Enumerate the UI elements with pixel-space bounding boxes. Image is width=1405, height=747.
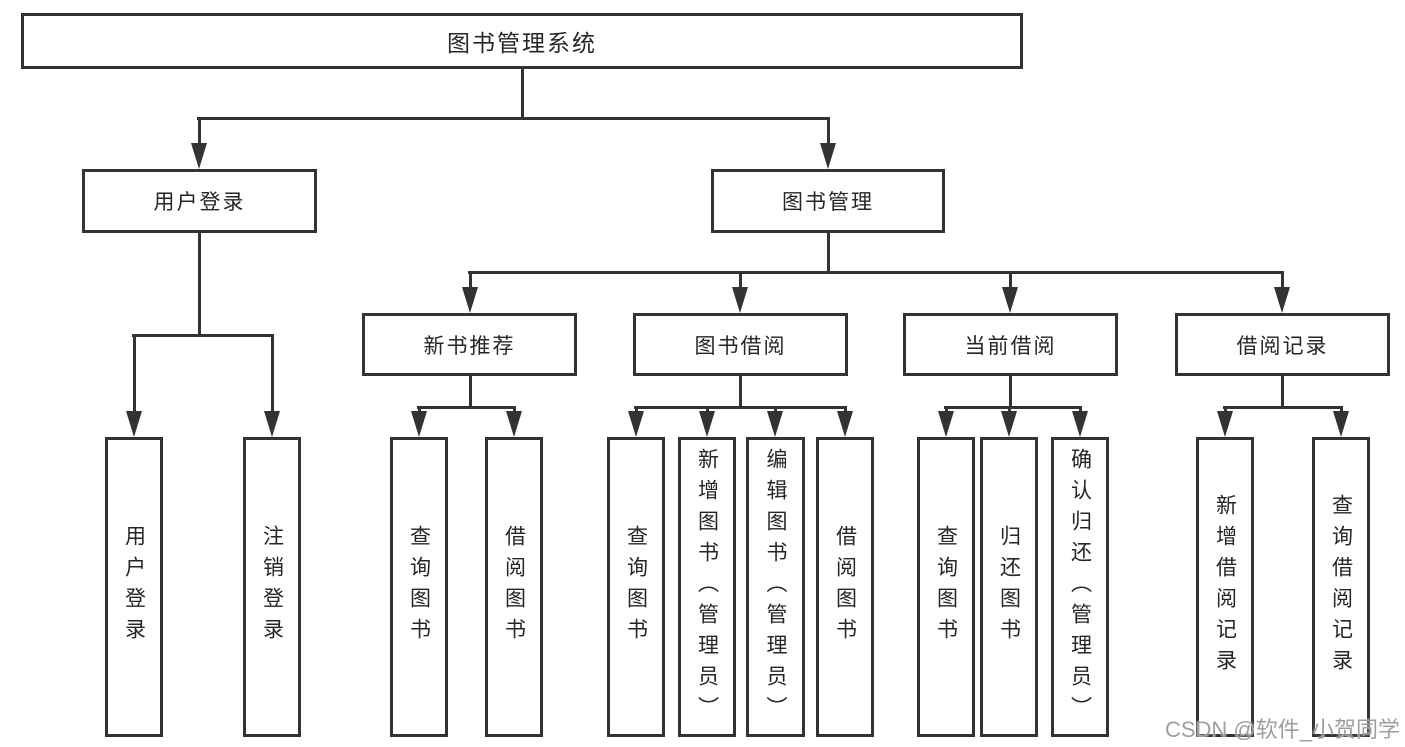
connector-line [634, 405, 847, 409]
arrow-head [1002, 287, 1018, 313]
node-borrowing-records: 借阅记录 [1175, 313, 1390, 376]
arrow-head [820, 143, 836, 169]
node-new-book-recommend-label: 新书推荐 [423, 334, 516, 358]
arrow-head [126, 411, 142, 437]
leaf-edit-books-admin-label: 编辑图书（管理员） [764, 447, 787, 727]
arrow-head [506, 411, 522, 437]
connector-line [468, 376, 472, 409]
leaf-query-books-current-label: 查询图书 [934, 525, 958, 649]
connector-line [468, 271, 472, 293]
leaf-borrow-books-borrowing-label: 借阅图书 [833, 525, 857, 649]
leaf-add-borrow-record: 新增借阅记录 [1196, 437, 1254, 737]
leaf-query-books-borrowing: 查询图书 [607, 437, 665, 737]
arrow-head [411, 411, 427, 437]
leaf-query-books-recommend: 查询图书 [390, 437, 448, 737]
leaf-borrow-books-recommend: 借阅图书 [485, 437, 543, 737]
node-book-management-label: 图书管理 [782, 191, 874, 214]
arrow-head [628, 411, 644, 437]
csdn-watermark: CSDN @软件_小贺同学 [1164, 717, 1400, 742]
node-current-borrowing: 当前借阅 [903, 313, 1118, 376]
leaf-confirm-return-admin: 确认归还（管理员） [1051, 437, 1109, 737]
leaf-logout-label: 注销登录 [260, 525, 284, 649]
leaf-return-books-label: 归还图书 [997, 525, 1021, 649]
connector-line [468, 270, 1284, 274]
connector-line [1008, 271, 1012, 293]
leaf-confirm-return-admin-label: 确认归还（管理员） [1068, 447, 1092, 727]
connector-line [826, 233, 830, 274]
connector-line [132, 334, 136, 417]
leaf-add-borrow-record-label: 新增借阅记录 [1213, 494, 1237, 680]
leaf-return-books: 归还图书 [980, 437, 1038, 737]
leaf-add-books-admin-label: 新增图书（管理员） [695, 447, 719, 727]
connector-line [738, 376, 742, 409]
leaf-borrow-books-recommend-label: 借阅图书 [502, 525, 526, 649]
arrow-head [1217, 411, 1233, 437]
connector-line [417, 405, 516, 409]
arrow-head [837, 411, 853, 437]
connector-line [197, 116, 830, 120]
arrow-head [732, 287, 748, 313]
leaf-query-books-recommend-label: 查询图书 [407, 525, 431, 649]
leaf-query-books-current: 查询图书 [917, 437, 975, 737]
arrow-head [462, 287, 478, 313]
node-borrowing-records-label: 借阅记录 [1236, 334, 1329, 358]
leaf-edit-books-admin: 编辑图书（管理员） [746, 437, 805, 737]
arrow-head [191, 143, 207, 169]
leaf-user-login-label: 用户登录 [122, 525, 146, 649]
node-root-label: 图书管理系统 [447, 30, 597, 56]
arrow-head [1333, 411, 1349, 437]
connector-line [197, 117, 201, 149]
connector-line [1280, 271, 1284, 293]
node-user-login-label: 用户登录 [153, 191, 246, 214]
node-root: 图书管理系统 [21, 13, 1023, 69]
node-user-login: 用户登录 [82, 169, 317, 233]
node-book-borrowing-label: 图书借阅 [694, 334, 787, 358]
leaf-query-borrow-record: 查询借阅记录 [1312, 437, 1370, 737]
arrow-head [1274, 287, 1290, 313]
connector-line [197, 233, 201, 337]
connector-line [270, 334, 274, 417]
leaf-user-login: 用户登录 [105, 437, 163, 737]
node-current-borrowing-label: 当前借阅 [964, 334, 1057, 358]
connector-line [944, 405, 1082, 409]
node-book-management: 图书管理 [711, 169, 945, 233]
arrow-head [767, 411, 783, 437]
connector-line [1280, 376, 1284, 409]
arrow-head [1072, 411, 1088, 437]
node-book-borrowing: 图书借阅 [633, 313, 848, 376]
connector-line [1008, 376, 1012, 409]
connector-line [826, 117, 830, 149]
arrow-head [1001, 411, 1017, 437]
arrow-head [938, 411, 954, 437]
arrow-head [264, 411, 280, 437]
connector-line [1223, 405, 1343, 409]
leaf-query-borrow-record-label: 查询借阅记录 [1329, 494, 1353, 680]
node-new-book-recommend: 新书推荐 [362, 313, 577, 376]
connector-line [132, 333, 274, 337]
connector-line [520, 69, 524, 120]
leaf-add-books-admin: 新增图书（管理员） [678, 437, 736, 737]
leaf-query-books-borrowing-label: 查询图书 [624, 525, 648, 649]
arrow-head [699, 411, 715, 437]
leaf-logout: 注销登录 [243, 437, 301, 737]
connector-line [738, 271, 742, 293]
leaf-borrow-books-borrowing: 借阅图书 [816, 437, 874, 737]
